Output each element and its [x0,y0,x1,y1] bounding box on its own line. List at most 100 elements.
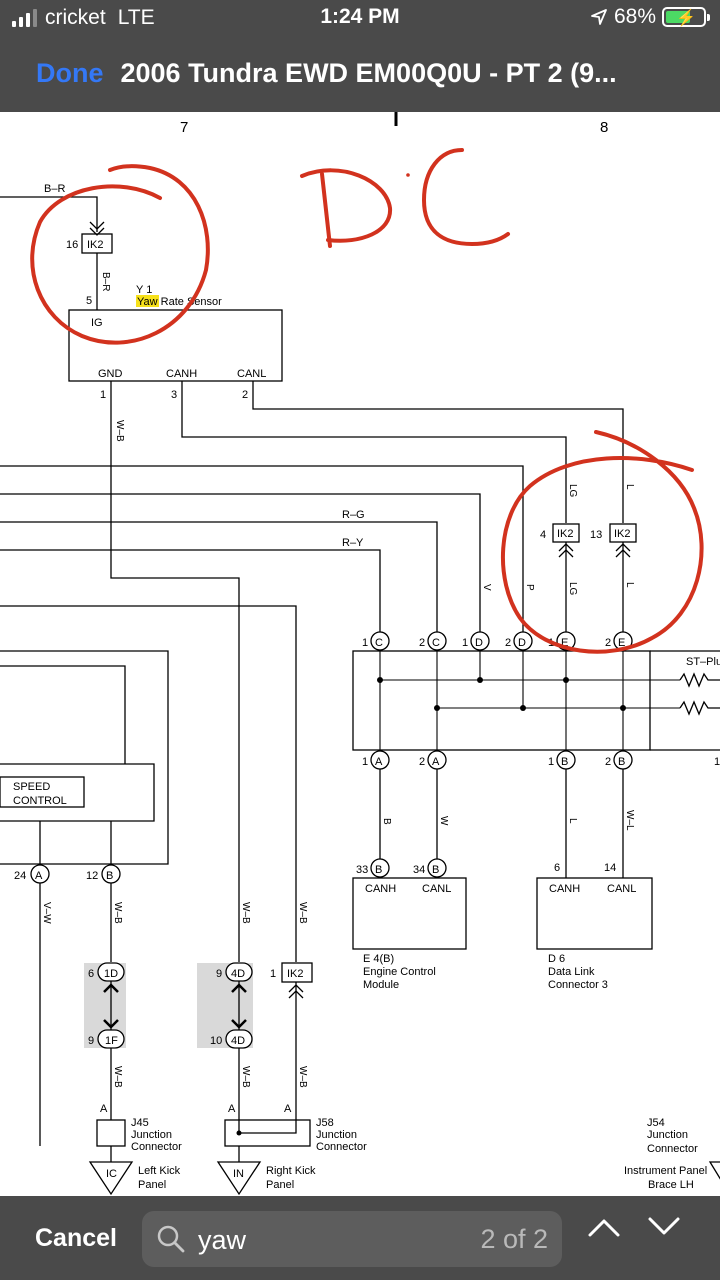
svg-text:L: L [567,818,578,824]
svg-text:Junction: Junction [647,1129,688,1141]
ground-ic-symbol [88,1161,134,1196]
search-input[interactable] [196,1221,430,1259]
svg-text:A: A [284,1103,292,1115]
svg-text:CONTROL: CONTROL [13,795,67,807]
svg-text:A: A [432,756,440,768]
search-field[interactable]: 2 of 2 [142,1211,562,1267]
svg-text:B: B [432,864,439,876]
svg-text:A: A [375,756,383,768]
svg-text:1: 1 [362,756,368,768]
svg-text:IN: IN [233,1168,244,1180]
svg-text:CANL: CANL [607,883,636,895]
svg-text:C: C [432,637,440,649]
sensor-id: Y 1 [136,284,152,296]
red-circle-ik2 [30,164,210,345]
svg-text:4D: 4D [231,968,245,980]
search-icon [157,1225,185,1253]
svg-text:2: 2 [605,637,611,649]
svg-text:W–B: W–B [297,1066,308,1088]
match-count: 2 of 2 [480,1224,548,1254]
svg-text:CANL: CANL [422,883,451,895]
svg-text:B: B [618,756,625,768]
svg-text:P: P [524,584,535,591]
red-annotations [30,148,704,654]
svg-text:IC: IC [106,1168,117,1180]
document-page[interactable]: 7 8 B–R 16 IK2 B–R 5 Y 1 Yaw Rate Sensor… [0,112,720,1196]
svg-text:10: 10 [210,1035,222,1047]
svg-text:34: 34 [413,864,425,876]
pin-canl: CANL [237,368,266,380]
svg-text:1: 1 [462,637,468,649]
svg-text:D: D [475,637,483,649]
svg-text:3: 3 [171,389,177,401]
svg-text:Panel: Panel [138,1179,166,1191]
yaw-rate-sensor-box [68,309,283,382]
top-toolbar: cricket LTE 1:24 PM 68% ⚡ Done 2006 Tund… [0,0,720,112]
svg-text:2: 2 [505,637,511,649]
svg-text:1: 1 [362,637,368,649]
battery-percent: 68% [613,5,656,28]
pin-canh: CANH [166,368,197,380]
svg-text:W–B: W–B [297,902,308,924]
svg-text:24: 24 [14,870,26,882]
ground-in-symbol [216,1161,262,1196]
red-circle-canbus [500,430,704,654]
previous-match-chevron-up-icon[interactable] [587,1216,621,1238]
cancel-button[interactable]: Cancel [35,1224,117,1252]
handwritten-c [422,148,510,246]
carrier-info: cricket LTE [12,5,155,31]
connector-arrow [89,221,105,230]
wire-label-b-r: B–R [44,183,65,195]
status-bar: cricket LTE 1:24 PM 68% ⚡ [0,0,720,38]
speed-control-box [0,776,85,808]
svg-text:V: V [481,584,492,591]
j58-junction-connector [224,1119,311,1147]
location-arrow-icon [591,9,607,25]
svg-text:6: 6 [554,862,560,874]
svg-text:2: 2 [419,756,425,768]
svg-text:R–Y: R–Y [342,537,364,549]
svg-text:6: 6 [88,968,94,980]
status-right: 68% ⚡ [590,5,710,29]
ecm-id: E 4(B) [363,953,394,965]
svg-text:Connector: Connector [647,1143,698,1155]
svg-text:Brace LH: Brace LH [648,1179,694,1191]
ground-symbol-edge [708,1161,720,1180]
svg-text:A: A [100,1103,108,1115]
resistor-1 [679,672,720,688]
engine-control-module-box [352,877,467,950]
svg-text:1: 1 [270,968,276,980]
svg-text:B: B [106,870,113,882]
svg-text:IK2: IK2 [557,528,574,540]
network-type: LTE [117,6,155,29]
splice-dots [377,677,626,711]
junction-top-connectors: 1 C 2 C 1 D 2 D 1 E 2 E [362,631,633,651]
svg-text:D: D [518,637,526,649]
svg-text:A: A [228,1103,236,1115]
nav-row: Done 2006 Tundra EWD EM00Q0U - PT 2 (9..… [0,50,720,96]
svg-text:J45: J45 [131,1117,149,1129]
handwritten-d-bowl [300,168,393,243]
svg-text:9: 9 [88,1035,94,1047]
svg-text:2: 2 [605,756,611,768]
junction-bottom-connectors: 1 A 2 A 1 B 2 B 1 [362,750,720,770]
svg-text:IK2: IK2 [614,528,631,540]
ecu-outline [0,650,169,865]
column-label-7: 7 [180,119,188,136]
document-title: 2006 Tundra EWD EM00Q0U - PT 2 (9... [120,57,617,88]
handwritten-d-stem [320,172,332,248]
svg-text:4D: 4D [231,1035,245,1047]
svg-text:1D: 1D [104,968,118,980]
svg-text:2: 2 [419,637,425,649]
next-match-chevron-down-icon[interactable] [647,1216,681,1238]
wire-r-g [0,521,438,632]
svg-text:E: E [561,637,568,649]
done-button[interactable]: Done [36,57,104,88]
st-plus-label: ST–Plu [686,656,720,668]
svg-text:B: B [381,818,392,825]
wire-v [0,493,481,632]
wire-canh-lg [181,381,567,523]
carrier-name: cricket [45,6,106,29]
svg-text:1: 1 [714,756,720,768]
svg-text:J58: J58 [316,1117,334,1129]
